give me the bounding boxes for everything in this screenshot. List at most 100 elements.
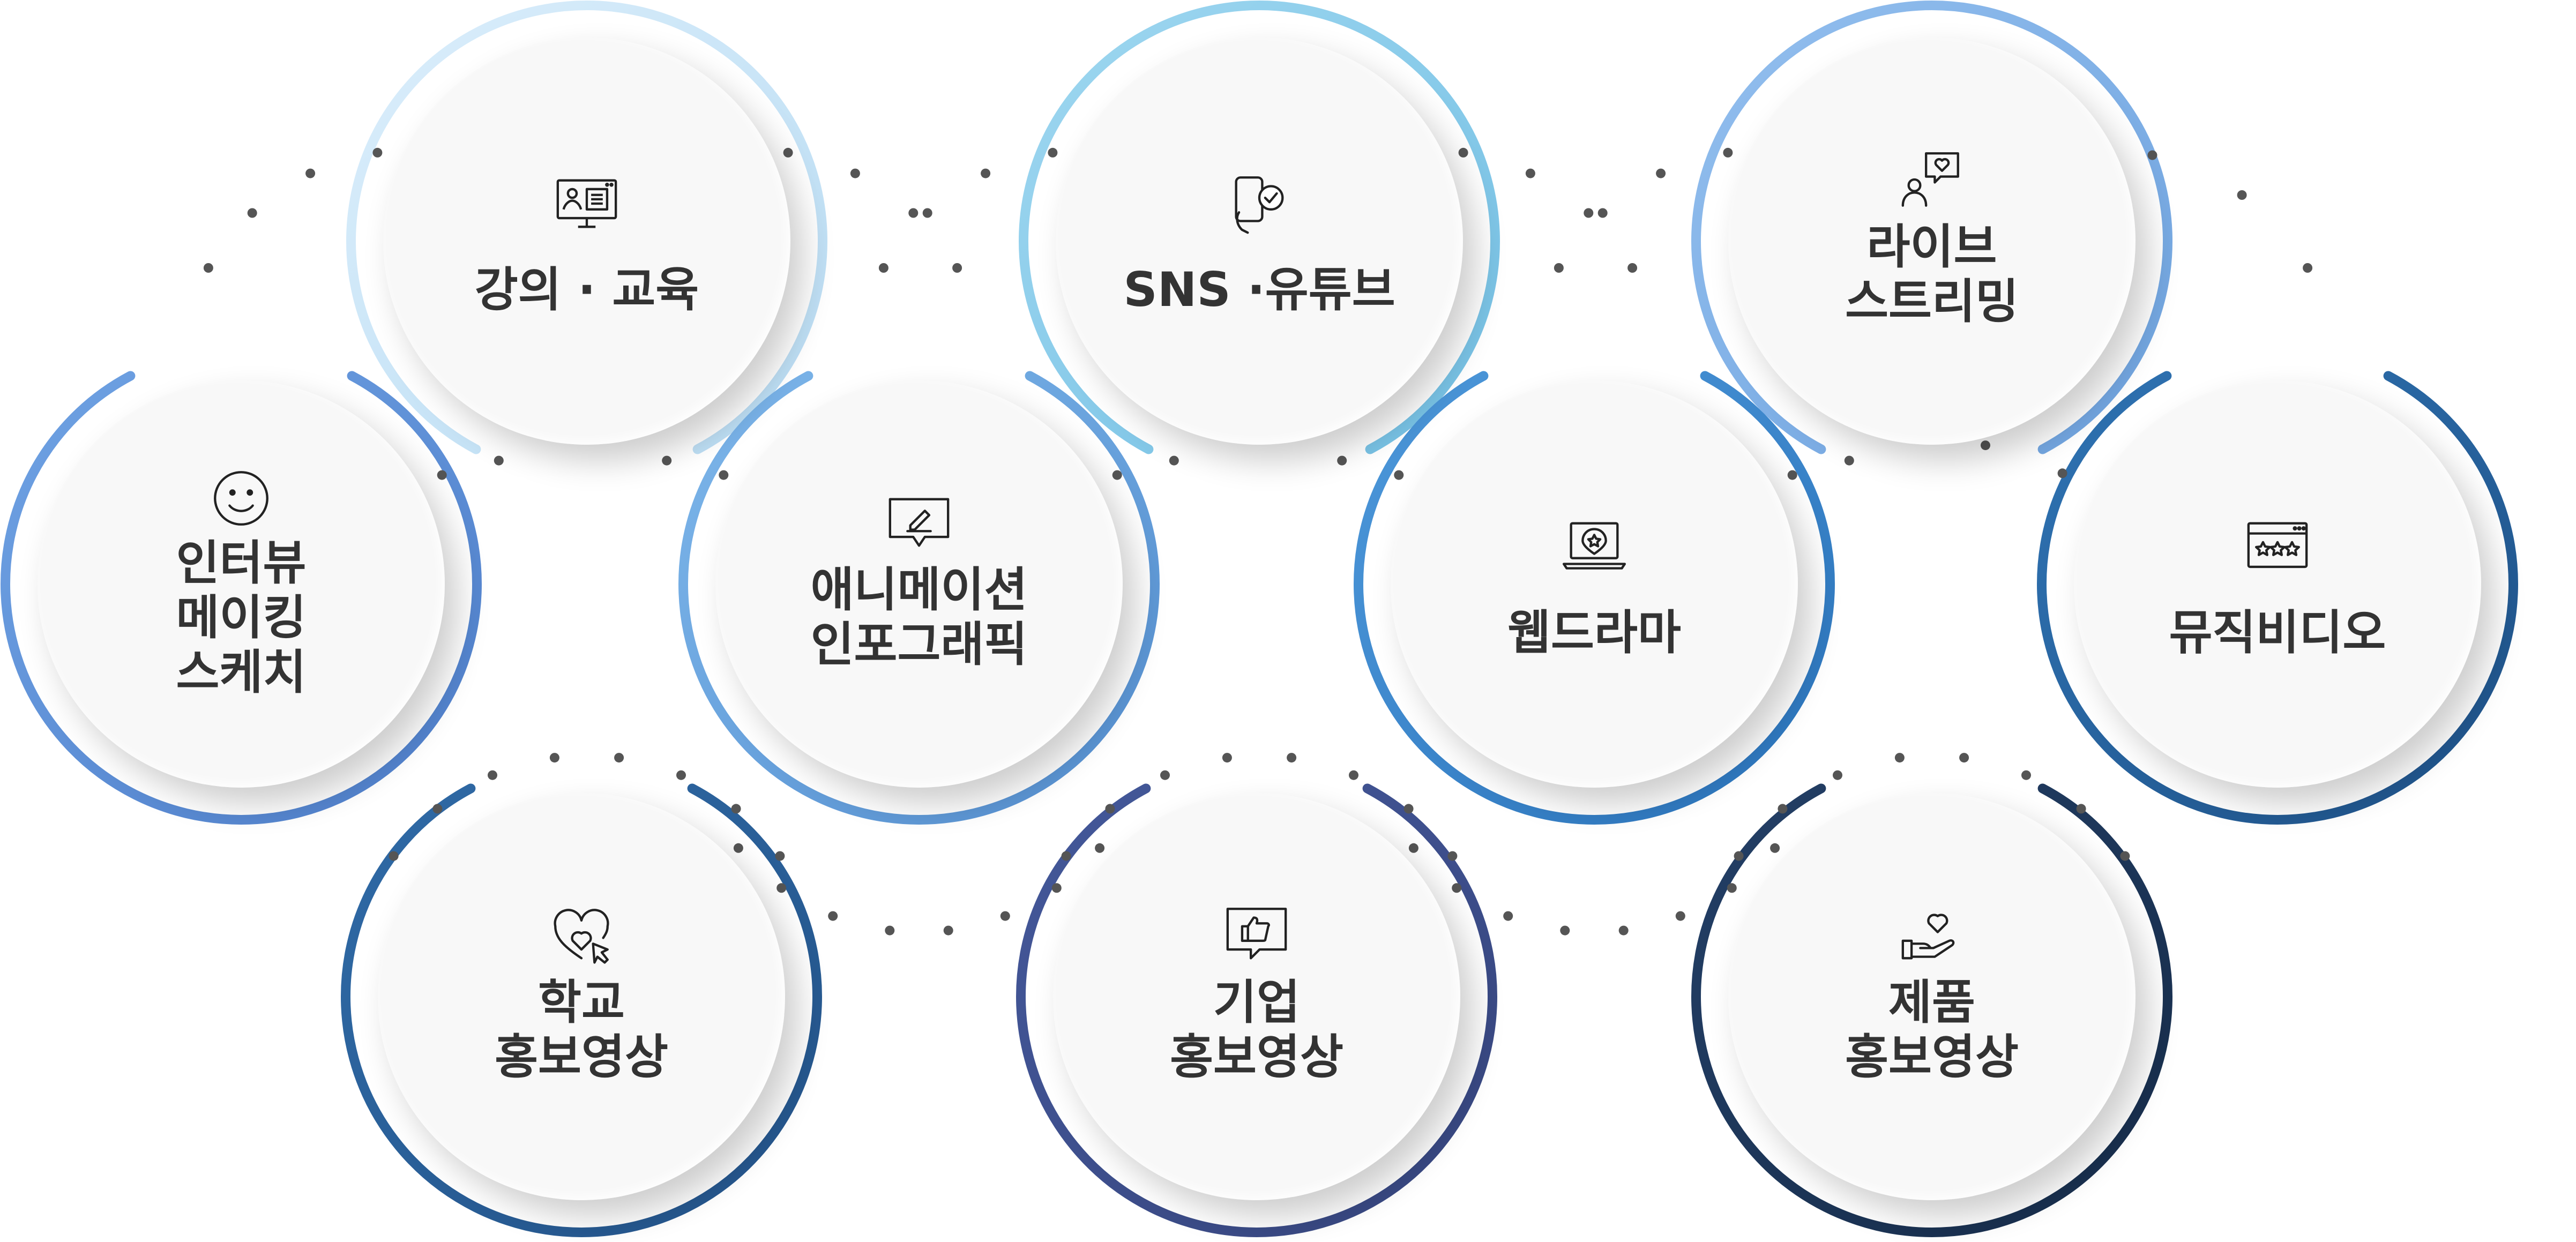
connector-dot: [2237, 190, 2247, 200]
connector-dot: [885, 925, 895, 936]
pen-chat-icon: [888, 498, 950, 547]
node-circle: [1056, 38, 1463, 445]
label-line: 학교: [538, 975, 625, 1030]
connector-dot: [2021, 770, 2031, 780]
node-web-drama: 웹드라마: [1391, 380, 1798, 788]
node-label: 웹드라마: [1412, 605, 1776, 660]
connector-dot: [952, 263, 962, 273]
connector-dot: [1112, 470, 1122, 480]
connector-dot: [1833, 770, 1842, 780]
label-line: 스케치: [176, 645, 307, 700]
connector-dot: [1894, 753, 1905, 763]
label-line: 강의 · 교육: [474, 262, 699, 317]
connector-dot: [2303, 263, 2313, 273]
connector-dot: [247, 208, 257, 218]
connector-dot: [1048, 147, 1058, 158]
connector-dot: [1000, 911, 1010, 921]
connector-dot: [1734, 851, 1744, 861]
connector-dot: [372, 147, 383, 158]
label-line: 인포그래픽: [810, 617, 1028, 672]
node-circle: [38, 380, 445, 788]
connector-dot: [1787, 470, 1797, 480]
connector-dot: [2147, 150, 2157, 160]
connector-dot: [733, 843, 743, 853]
connector-dot: [1554, 263, 1564, 273]
connector-dot: [549, 753, 559, 763]
ring-live: [1691, 1, 2172, 454]
connector-dot: [783, 147, 793, 158]
heart-cursor-icon: [554, 909, 609, 964]
connector-dot: [1061, 851, 1071, 861]
connector-dot: [850, 168, 860, 178]
connector-dot: [1618, 925, 1629, 936]
hand-heart-icon: [1901, 914, 1955, 960]
label-line: 홍보영상: [1170, 1029, 1343, 1084]
node-label: 기업 홍보영상: [1074, 975, 1439, 1084]
connector-dot: [389, 851, 399, 861]
laptop-star-icon: [1562, 522, 1626, 570]
connector-dot: [1222, 753, 1232, 763]
connector-dot: [1981, 440, 1990, 451]
connector-dot: [2057, 468, 2067, 478]
connector-dot: [731, 804, 741, 814]
connector-dot: [494, 455, 504, 466]
node-label: 학교 홍보영상: [399, 975, 764, 1084]
node-product-promo: 제품 홍보영상: [1728, 793, 2136, 1200]
connector-dot: [614, 753, 624, 763]
node-animation-infographic: 애니메이션 인포그래픽: [715, 380, 1123, 788]
label-line: 제품: [1888, 975, 1975, 1030]
connector-dot: [1349, 770, 1358, 780]
node-label: SNS ·유튜브: [1077, 263, 1442, 317]
connector-dot: [1627, 263, 1638, 273]
node-label: 라이브 스트리밍: [1750, 220, 2114, 329]
connector-dot: [1959, 753, 1969, 763]
connector-dot: [1408, 843, 1418, 853]
node-interview-making-sketch: 인터뷰 메이킹 스케치: [38, 380, 445, 788]
phone-check-icon: [1235, 176, 1284, 234]
connector-dot: [922, 208, 932, 218]
connector-dot: [1452, 883, 1462, 893]
label-line: 스트리밍: [1845, 274, 2019, 329]
node-label: 뮤직비디오: [2095, 605, 2460, 660]
connector-dot: [908, 208, 919, 218]
label-line: 홍보영상: [1845, 1029, 2019, 1084]
node-circle: [1728, 793, 2136, 1200]
ring-musicvideo: [2037, 371, 2518, 825]
connector-dot: [432, 804, 443, 814]
connector-dot: [2120, 851, 2130, 861]
label-line: 홍보영상: [495, 1029, 668, 1084]
connector-dot: [1287, 753, 1297, 763]
connector-dot: [776, 883, 787, 893]
node-label: 애니메이션 인포그래픽: [737, 563, 1101, 672]
connector-dot: [1727, 883, 1737, 893]
connector-dot: [1458, 147, 1468, 158]
node-circle: [1053, 793, 1460, 1200]
node-company-promo: 기업 홍보영상: [1053, 793, 1460, 1200]
connector-dot: [676, 770, 686, 780]
ring-company: [1016, 783, 1497, 1237]
connector-dot: [1160, 770, 1170, 780]
node-label: 제품 홍보영상: [1750, 975, 2114, 1084]
label-line: 웹드라마: [1507, 605, 1681, 660]
connector-dot: [1656, 168, 1666, 178]
smiley-icon: [214, 471, 268, 526]
node-circle: [1391, 380, 1798, 788]
connector-dot: [1844, 455, 1854, 466]
connector-dot: [2076, 804, 2086, 814]
node-lecture-education: 강의 · 교육: [383, 38, 790, 445]
connector-dot: [1394, 470, 1404, 480]
ring-layer: [1, 1, 2518, 1237]
connector-dot: [1770, 843, 1780, 853]
connector-dot: [437, 470, 447, 480]
label-line: SNS ·유튜브: [1123, 262, 1395, 317]
connector-dot: [1169, 455, 1179, 466]
label-line: 뮤직비디오: [2169, 605, 2386, 660]
connector-dot: [1525, 168, 1535, 178]
connector-dot: [1675, 911, 1685, 921]
connector-dot: [981, 168, 991, 178]
connector-dot: [203, 263, 213, 273]
label-line: 기업: [1213, 975, 1300, 1030]
connector-dot: [662, 455, 672, 466]
connector-dot: [1051, 883, 1062, 893]
